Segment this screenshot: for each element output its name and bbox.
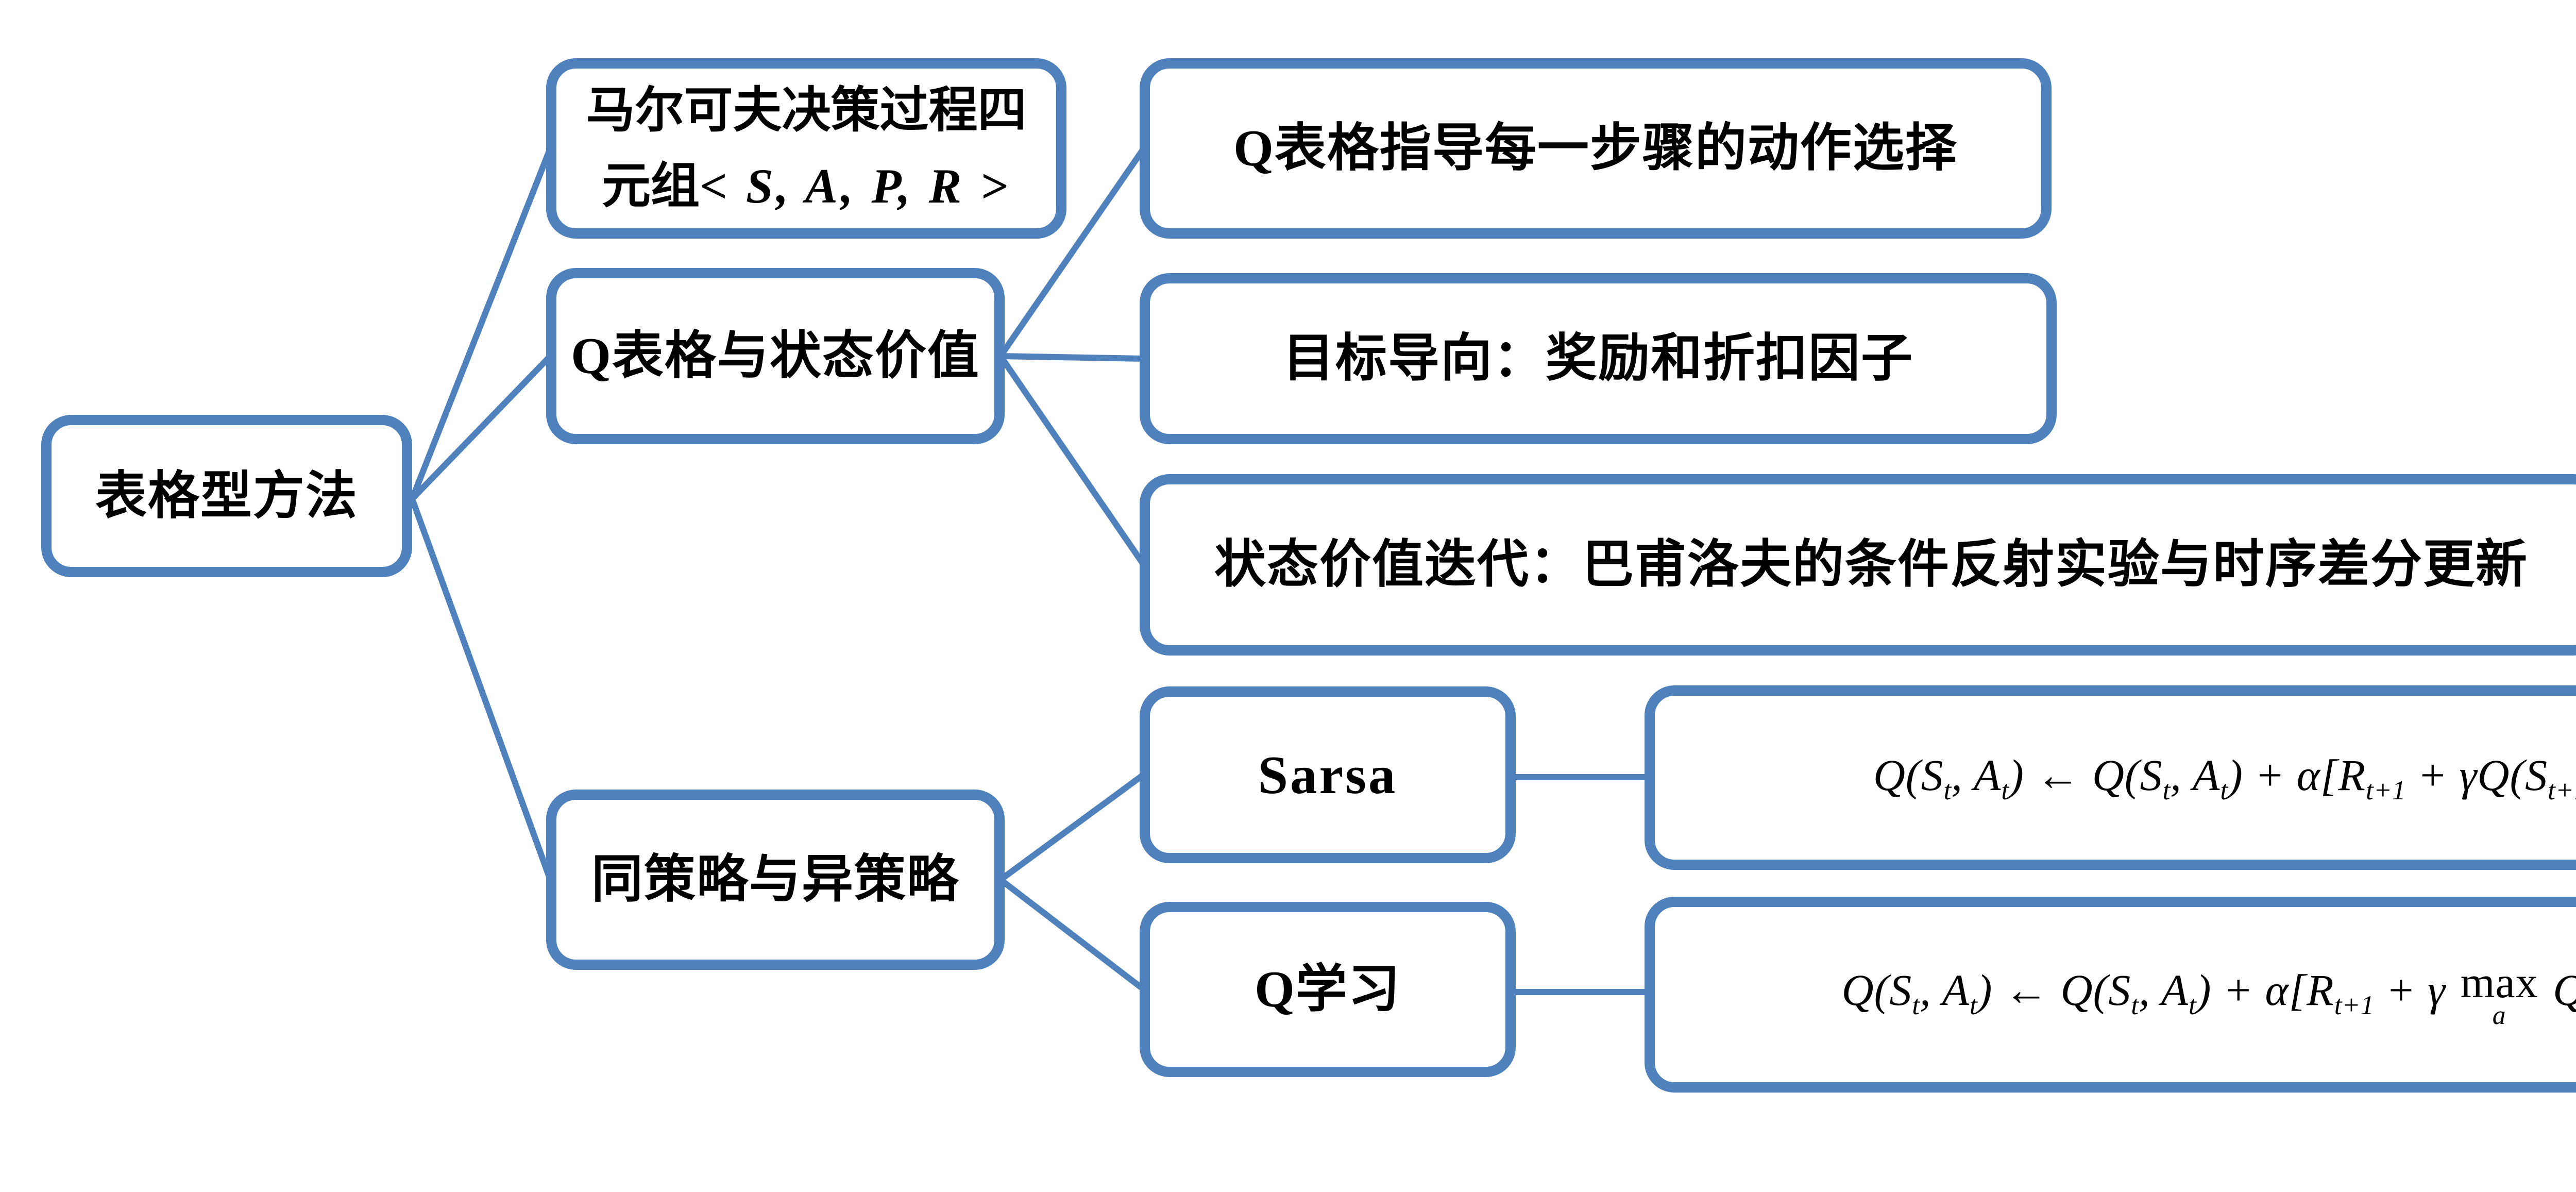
node-mdp-label: 马尔可夫决策过程四 元组< S, A, P, R > <box>586 73 1026 225</box>
node-goal-oriented-reward-discount: 目标导向：奖励和折扣因子 <box>1140 273 2057 444</box>
edge-root-mdp <box>409 145 553 502</box>
node-qtable-state-value: Q表格与状态价值 <box>546 268 1005 444</box>
edge-root-qtable <box>409 353 553 502</box>
edge-root-policy <box>409 496 553 883</box>
node-state-value-iteration: 状态价值迭代：巴甫洛夫的条件反射实验与时序差分更新 <box>1140 474 2576 656</box>
node-root-tabular-methods: 表格型方法 <box>41 415 412 577</box>
node-mdp-tuple-math: < S, A, P, R > <box>699 159 1011 213</box>
edge-qtable-leaf-a <box>997 145 1147 359</box>
node-policy-label: 同策略与异策略 <box>591 851 959 908</box>
node-leaf-a-label: Q表格指导每一步骤的动作选择 <box>1233 120 1958 177</box>
sarsa-formula-text: Q(St, At) ← Q(St, At) + α[Rt+1 + γQ(St+1… <box>1873 750 2576 806</box>
node-qlearn-label: Q学习 <box>1255 961 1401 1018</box>
edge-qtable-leaf-b <box>997 353 1147 362</box>
node-root-label: 表格型方法 <box>95 467 358 525</box>
node-sarsa-update-formula: Q(St, At) ← Q(St, At) + α[Rt+1 + γQ(St+1… <box>1645 685 2576 870</box>
edge-policy-qlearn <box>997 877 1147 993</box>
node-leaf-b-label: 目标导向：奖励和折扣因子 <box>1283 330 1913 387</box>
node-leaf-c-label: 状态价值迭代：巴甫洛夫的条件反射实验与时序差分更新 <box>1214 536 2528 593</box>
node-onpolicy-offpolicy: 同策略与异策略 <box>546 790 1005 970</box>
node-qtable-label: Q表格与状态价值 <box>571 327 980 384</box>
node-sarsa-label: Sarsa <box>1258 745 1398 805</box>
edge-qtable-leaf-c <box>997 353 1147 568</box>
node-qtable-guides-actions: Q表格指导每一步骤的动作选择 <box>1140 58 2052 239</box>
edge-policy-sarsa <box>997 771 1147 883</box>
node-mdp-label-line1: 马尔可夫决策过程四 <box>586 82 1027 138</box>
node-mdp-label-line2: 元组 <box>601 159 700 213</box>
node-qlearning: Q学习 <box>1140 902 1516 1077</box>
node-sarsa: Sarsa <box>1140 686 1516 863</box>
node-mdp-tuple: 马尔可夫决策过程四 元组< S, A, P, R > <box>546 58 1066 239</box>
